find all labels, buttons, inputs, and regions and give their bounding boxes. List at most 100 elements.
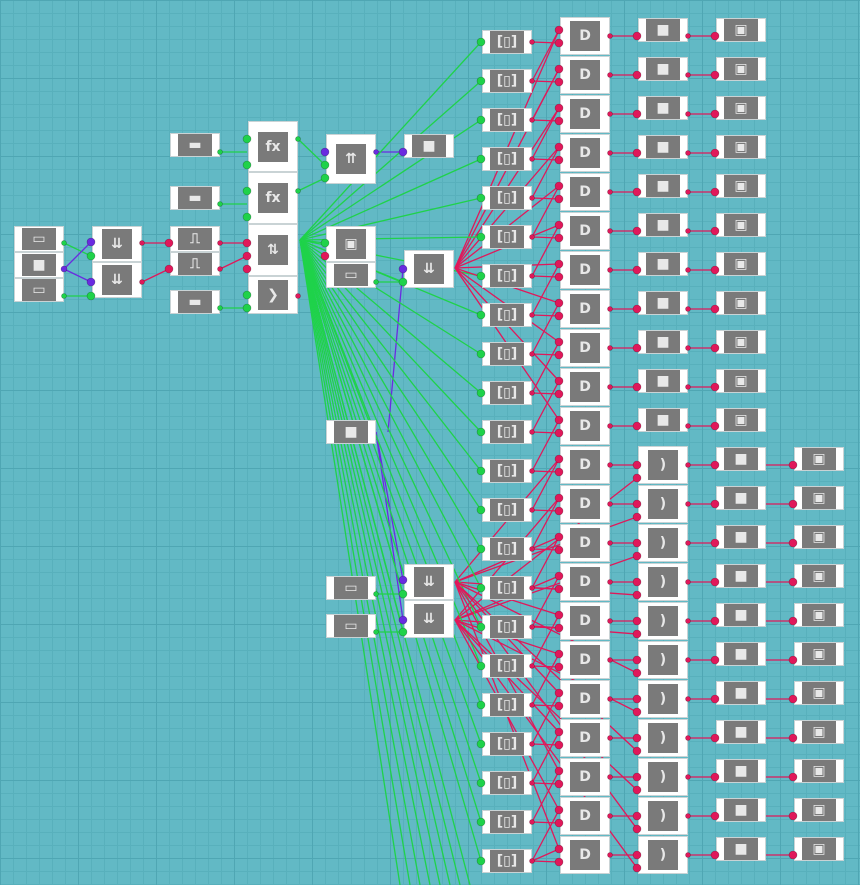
splitter-node[interactable]: ⇈: [326, 134, 376, 184]
port[interactable]: [632, 473, 642, 483]
port[interactable]: [632, 655, 642, 665]
light-node[interactable]: ■: [716, 759, 766, 783]
port[interactable]: [685, 306, 691, 312]
port[interactable]: [554, 415, 564, 425]
port[interactable]: [554, 610, 564, 620]
input-node[interactable]: ▭: [326, 614, 376, 638]
port[interactable]: [788, 616, 798, 626]
constant-node[interactable]: ▬: [170, 290, 220, 314]
and-gate-node[interactable]: D: [560, 407, 610, 445]
port[interactable]: [529, 117, 535, 123]
port[interactable]: [788, 655, 798, 665]
port[interactable]: [242, 134, 252, 144]
bracket-node[interactable]: [▯]: [482, 381, 532, 405]
port[interactable]: [632, 512, 642, 522]
port[interactable]: [632, 265, 642, 275]
port[interactable]: [476, 856, 486, 866]
port[interactable]: [476, 622, 486, 632]
port[interactable]: [529, 390, 535, 396]
port[interactable]: [554, 688, 564, 698]
bracket-node[interactable]: [▯]: [482, 810, 532, 834]
port[interactable]: [217, 149, 223, 155]
port[interactable]: [554, 454, 564, 464]
display-node[interactable]: ▣: [794, 486, 844, 510]
port[interactable]: [554, 311, 564, 321]
bracket-node[interactable]: [▯]: [482, 420, 532, 444]
port[interactable]: [476, 388, 486, 398]
splitter-node[interactable]: ⇊: [404, 564, 454, 600]
port[interactable]: [242, 290, 252, 300]
port[interactable]: [607, 228, 613, 234]
light-node[interactable]: ■: [638, 174, 688, 198]
port[interactable]: [242, 251, 252, 261]
port[interactable]: [295, 188, 301, 194]
light-node[interactable]: ■: [716, 642, 766, 666]
port[interactable]: [632, 772, 642, 782]
port[interactable]: [529, 234, 535, 240]
port[interactable]: [476, 349, 486, 359]
port[interactable]: [554, 220, 564, 230]
port[interactable]: [554, 194, 564, 204]
port[interactable]: [529, 780, 535, 786]
port[interactable]: [476, 700, 486, 710]
port[interactable]: [632, 733, 642, 743]
port[interactable]: [710, 694, 720, 704]
port[interactable]: [86, 251, 96, 261]
port[interactable]: [242, 238, 252, 248]
port[interactable]: [476, 310, 486, 320]
port[interactable]: [242, 160, 252, 170]
port[interactable]: [529, 312, 535, 318]
port[interactable]: [529, 546, 535, 552]
light-node[interactable]: ■: [716, 603, 766, 627]
bracket-node[interactable]: [▯]: [482, 264, 532, 288]
port[interactable]: [554, 649, 564, 659]
port[interactable]: [632, 707, 642, 717]
port[interactable]: [685, 462, 691, 468]
port[interactable]: [710, 499, 720, 509]
light-node[interactable]: ■: [638, 291, 688, 315]
bracket-node[interactable]: [▯]: [482, 69, 532, 93]
port[interactable]: [685, 735, 691, 741]
port[interactable]: [554, 571, 564, 581]
display-node[interactable]: ▣: [794, 681, 844, 705]
port[interactable]: [710, 343, 720, 353]
input-node[interactable]: ▭: [326, 262, 376, 288]
port[interactable]: [373, 629, 379, 635]
port[interactable]: [632, 187, 642, 197]
port[interactable]: [398, 615, 408, 625]
port[interactable]: [710, 850, 720, 860]
port[interactable]: [476, 271, 486, 281]
port[interactable]: [554, 818, 564, 828]
port[interactable]: [607, 579, 613, 585]
function-node[interactable]: fx: [248, 172, 298, 224]
and-gate-node[interactable]: D: [560, 95, 610, 133]
port[interactable]: [242, 264, 252, 274]
or-gate-node[interactable]: ): [638, 758, 688, 796]
port[interactable]: [632, 850, 642, 860]
or-gate-node[interactable]: ): [638, 836, 688, 874]
bracket-node[interactable]: [▯]: [482, 693, 532, 717]
bracket-node[interactable]: [▯]: [482, 576, 532, 600]
port[interactable]: [554, 155, 564, 165]
port[interactable]: [217, 240, 223, 246]
port[interactable]: [86, 237, 96, 247]
display-node[interactable]: ▣: [794, 525, 844, 549]
or-gate-node[interactable]: ): [638, 446, 688, 484]
port[interactable]: [607, 384, 613, 390]
port[interactable]: [632, 109, 642, 119]
port[interactable]: [476, 232, 486, 242]
port[interactable]: [476, 466, 486, 476]
port[interactable]: [710, 226, 720, 236]
port[interactable]: [632, 577, 642, 587]
light-node[interactable]: ■: [716, 486, 766, 510]
display-node[interactable]: ▣: [794, 798, 844, 822]
port[interactable]: [242, 186, 252, 196]
port[interactable]: [398, 589, 408, 599]
port[interactable]: [60, 265, 68, 273]
port[interactable]: [607, 72, 613, 78]
port[interactable]: [554, 38, 564, 48]
port[interactable]: [685, 111, 691, 117]
and-gate-node[interactable]: D: [560, 563, 610, 601]
display-node[interactable]: ▣: [794, 720, 844, 744]
and-gate-node[interactable]: D: [560, 680, 610, 718]
